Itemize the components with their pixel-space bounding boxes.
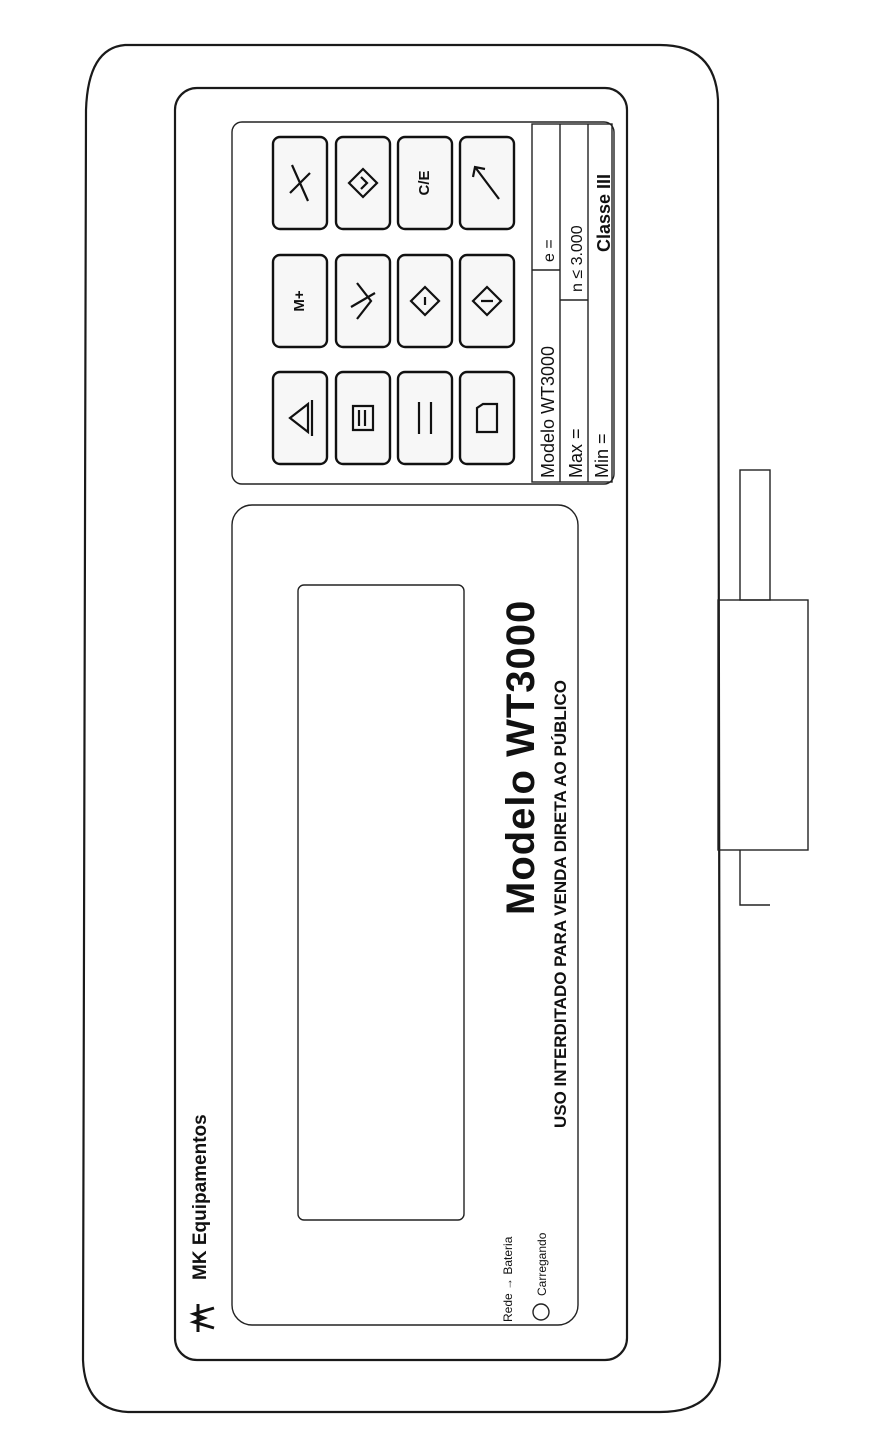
print-icon bbox=[475, 402, 499, 434]
key-m-plus[interactable]: M+ bbox=[271, 253, 329, 349]
key-down[interactable] bbox=[271, 135, 329, 231]
keypad-panel bbox=[231, 121, 615, 485]
nameplate-min: Min = bbox=[592, 433, 612, 478]
nameplate-model: Modelo WT3000 bbox=[538, 346, 558, 478]
nameplate-box bbox=[531, 123, 613, 483]
key-m-plus-label: M+ bbox=[291, 290, 308, 311]
back-icon bbox=[347, 167, 379, 199]
side-connector bbox=[717, 469, 809, 906]
clear-icon: C/E bbox=[416, 170, 433, 195]
key-tare[interactable] bbox=[271, 370, 329, 466]
tare-icon bbox=[288, 400, 314, 436]
display-area bbox=[231, 504, 579, 1326]
nameplate-e: e = bbox=[541, 239, 558, 262]
brand-name: MK Equipamentos bbox=[190, 1114, 211, 1280]
indicator-label: Carregando bbox=[535, 1232, 549, 1296]
key-clear[interactable]: C/E bbox=[396, 135, 454, 231]
lcd-screen bbox=[297, 584, 465, 1221]
nameplate-class: Classe III bbox=[594, 174, 614, 252]
key-plu[interactable] bbox=[334, 370, 392, 466]
key-enter[interactable] bbox=[458, 135, 516, 231]
scroll-icon bbox=[471, 285, 503, 317]
key-back[interactable] bbox=[334, 135, 392, 231]
function-icon bbox=[350, 282, 376, 320]
key-function[interactable] bbox=[334, 253, 392, 349]
nameplate-n: n ≤ 3.000 bbox=[569, 225, 586, 292]
outer-housing bbox=[81, 43, 722, 1414]
key-menu[interactable] bbox=[396, 253, 454, 349]
enter-icon bbox=[471, 165, 500, 200]
model-title: Modelo WT3000 bbox=[499, 600, 543, 915]
usage-notice: USO INTERDITADO PARA VENDA DIRETA AO PÚB… bbox=[551, 680, 570, 1128]
memory-plus-icon: M+ bbox=[291, 290, 308, 311]
key-zero[interactable] bbox=[396, 370, 454, 466]
menu-icon bbox=[409, 285, 441, 317]
key-clear-label: C/E bbox=[416, 170, 433, 195]
arrow-down-icon bbox=[289, 164, 311, 202]
keypad: M+ C/E bbox=[271, 135, 516, 466]
key-print[interactable] bbox=[458, 370, 516, 466]
charging-led bbox=[532, 1303, 550, 1321]
key-scroll[interactable] bbox=[458, 253, 516, 349]
zero-icon bbox=[417, 402, 433, 434]
front-panel bbox=[173, 86, 629, 1362]
indicator-caption: Rede → Bateria bbox=[501, 1236, 515, 1322]
plu-icon bbox=[351, 404, 375, 432]
brand-logo bbox=[189, 1304, 215, 1332]
nameplate-max: Max = bbox=[566, 428, 586, 478]
